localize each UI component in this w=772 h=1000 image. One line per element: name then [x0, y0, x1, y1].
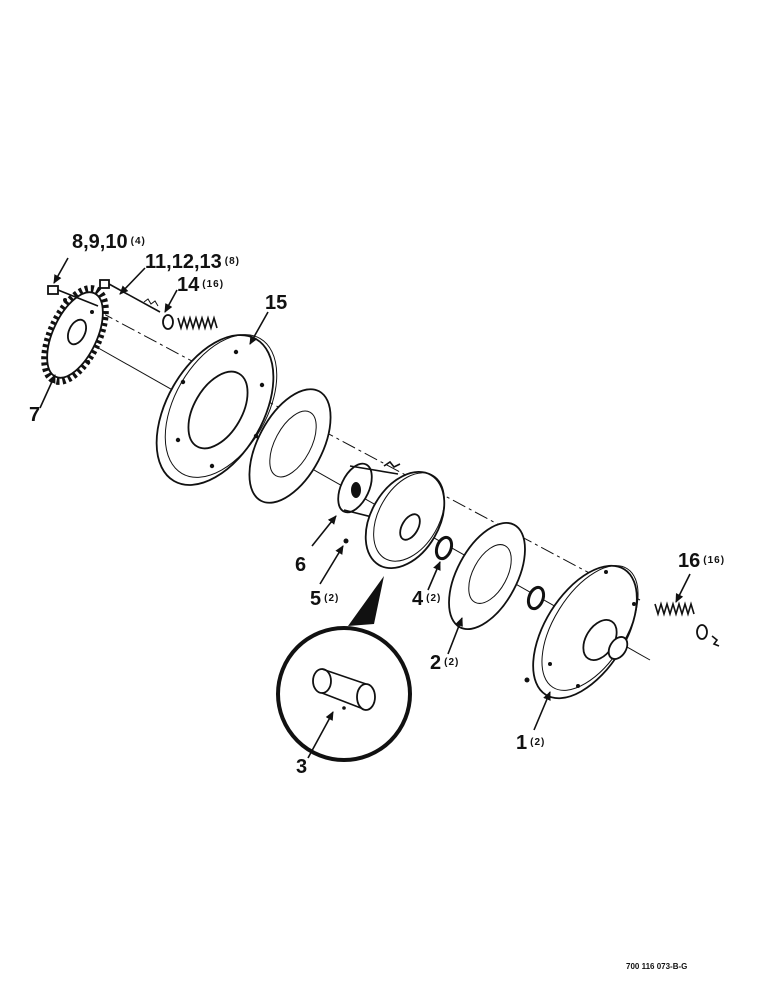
callout-qty: (2) — [426, 593, 442, 604]
center-clutch-disc — [364, 470, 446, 570]
part-14-spring — [162, 314, 218, 331]
callout-qty: (2) — [530, 737, 546, 748]
callout-16: 16(16) — [678, 551, 725, 571]
part-3-bushing — [312, 668, 376, 711]
callout-number: 4 — [412, 588, 424, 610]
figure-id: 700 116 073-B-G — [626, 962, 688, 971]
callout-number: 2 — [430, 652, 442, 674]
callout-15: 15 — [265, 293, 290, 313]
callout-number: 7 — [29, 404, 41, 426]
callout-11-12-13: 11,12,13(8) — [145, 252, 240, 272]
part-1-pressure-plate — [524, 564, 639, 700]
callout-2: 2(2) — [430, 653, 459, 673]
part-16-spring — [654, 601, 720, 647]
callout-number: 5 — [310, 588, 322, 610]
parts-8-9-10-bolt — [47, 285, 99, 307]
callout-number: 11,12,13 — [145, 251, 222, 273]
part-6-hub — [337, 460, 401, 523]
callout-number: 16 — [678, 550, 701, 572]
bolt-axis — [99, 311, 641, 601]
callout-8-9-10: 8,9,10(4) — [72, 232, 146, 252]
parts-11-12-13-bolt — [99, 279, 161, 313]
callout-qty: (16) — [202, 279, 225, 290]
callout-number: 15 — [265, 292, 288, 314]
callout-qty: (8) — [224, 256, 240, 267]
callout-6: 6 — [295, 555, 309, 575]
part-2-friction-disc — [448, 521, 526, 631]
callout-3: 3 — [296, 757, 310, 777]
callout-4: 4(2) — [412, 589, 441, 609]
part-15-flange-plate — [155, 334, 278, 486]
callout-5: 5(2) — [310, 589, 339, 609]
part-5-pin — [343, 538, 349, 544]
callout-number: 14 — [177, 274, 200, 296]
callout-number: 6 — [295, 554, 307, 576]
callout-number: 8,9,10 — [72, 231, 128, 253]
part-7-sprocket — [41, 285, 109, 385]
detail-inset — [276, 576, 412, 762]
callout-number: 3 — [296, 756, 308, 778]
callout-qty: (4) — [130, 236, 146, 247]
callout-qty: (16) — [703, 555, 726, 566]
leader-arrows — [39, 257, 691, 759]
callout-qty: (2) — [444, 657, 460, 668]
callout-number: 1 — [516, 732, 528, 754]
callout-1: 1(2) — [516, 733, 545, 753]
callout-7: 7 — [29, 405, 43, 425]
part-4-washer — [434, 535, 546, 611]
friction-disc-upper — [248, 388, 332, 504]
callout-qty: (2) — [324, 593, 340, 604]
callout-14: 14(16) — [177, 275, 224, 295]
